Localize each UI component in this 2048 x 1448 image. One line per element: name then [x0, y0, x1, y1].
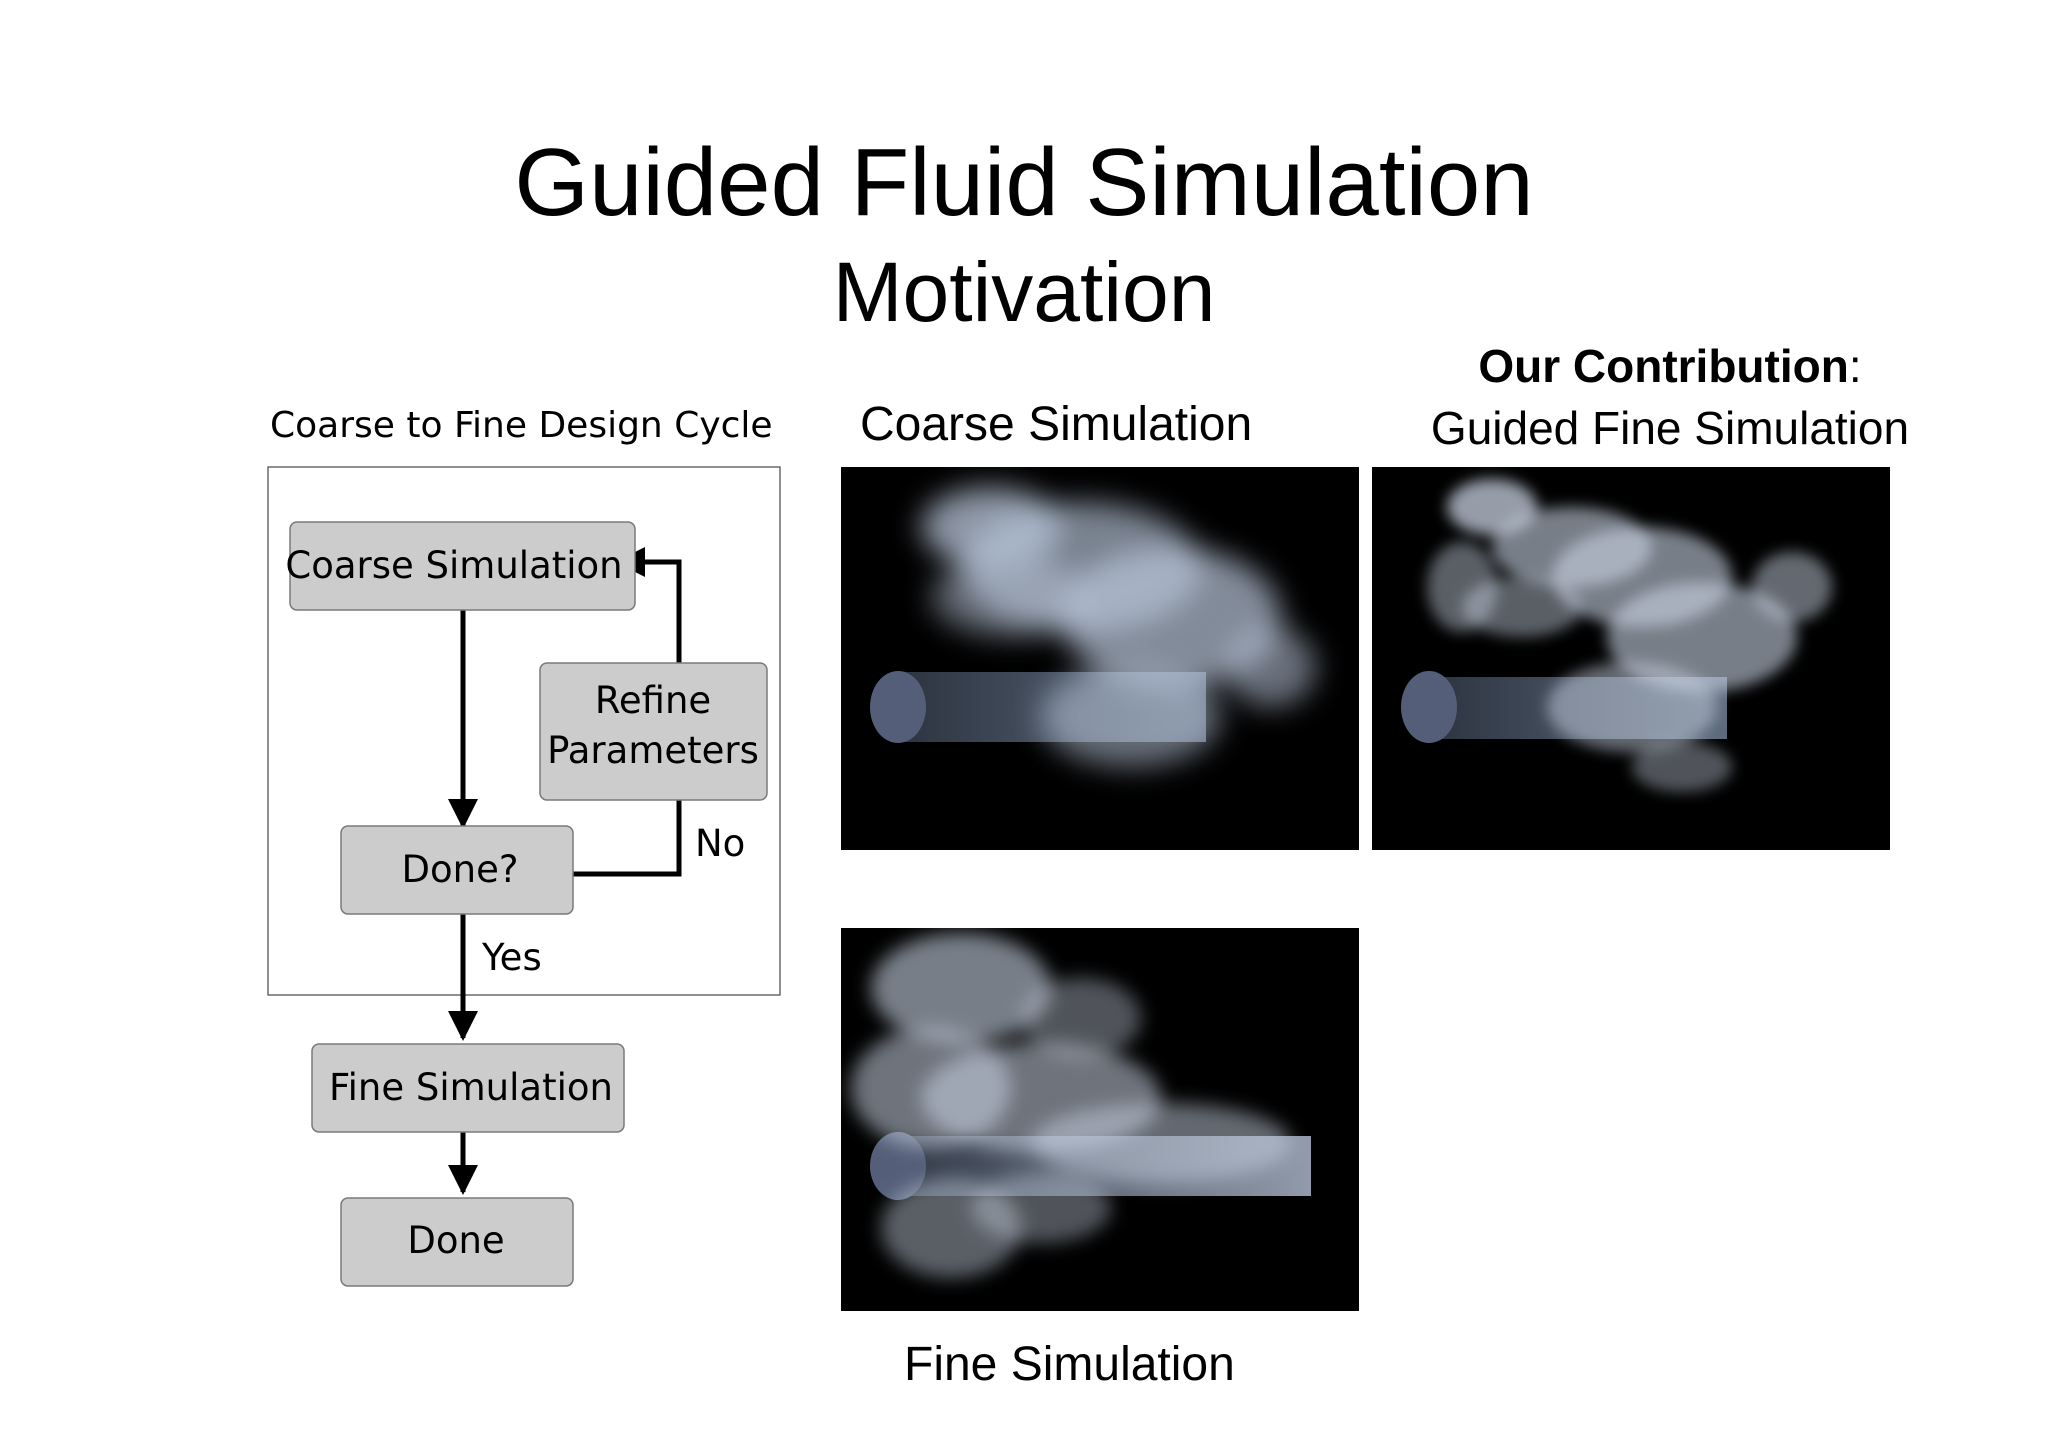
node-coarse-simulation-label: Coarse Simulation — [285, 544, 622, 587]
fine-simulation-caption: Fine Simulation — [904, 1338, 1235, 1391]
slide-subtitle: Motivation — [832, 245, 1216, 339]
design-cycle-caption: Coarse to Fine Design Cycle — [270, 405, 773, 446]
node-done: Done — [340, 1197, 574, 1287]
edge-label-yes: Yes — [481, 936, 542, 979]
contribution-caption: Our Contribution: Guided Fine Simulation — [1350, 335, 1990, 459]
fine-simulation-image — [841, 928, 1359, 1311]
contribution-line-1: Our Contribution: — [1350, 335, 1990, 397]
node-done-question: Done? — [340, 825, 574, 915]
line-done-to-refine — [573, 800, 682, 877]
contribution-line-2: Guided Fine Simulation — [1430, 402, 1910, 454]
edge-label-no: No — [695, 822, 745, 865]
arrow-refine-to-coarse — [615, 547, 682, 663]
node-fine-simulation-label: Fine Simulation — [329, 1066, 613, 1109]
slide-title: Guided Fluid Simulation — [514, 129, 1534, 236]
contribution-colon: : — [1848, 340, 1862, 392]
coarse-simulation-caption: Coarse Simulation — [860, 398, 1253, 451]
node-done-label: Done — [407, 1219, 504, 1262]
node-refine-label-2: Parameters — [547, 729, 759, 772]
guided-fine-simulation-image — [1372, 467, 1890, 850]
node-refine-parameters: Refine Parameters — [539, 662, 768, 801]
node-done-question-label: Done? — [402, 848, 519, 891]
node-fine-simulation: Fine Simulation — [311, 1043, 625, 1133]
node-coarse-simulation: Coarse Simulation — [285, 521, 636, 611]
design-cycle-box — [267, 466, 781, 996]
coarse-simulation-image — [841, 467, 1359, 850]
node-refine-label-1: Refine — [595, 679, 711, 722]
contribution-bold: Our Contribution — [1478, 340, 1849, 392]
design-cycle-flowchart: Coarse Simulation Refine Parameters Done… — [267, 466, 781, 1287]
